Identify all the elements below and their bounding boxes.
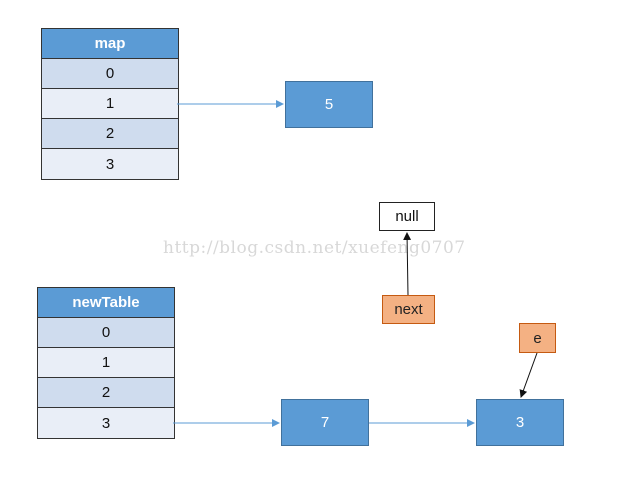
map-table-header: map: [42, 29, 178, 59]
e-pointer: e: [519, 323, 556, 353]
map-row-3: 3: [42, 149, 178, 179]
map-row-2: 2: [42, 119, 178, 149]
next-pointer: next: [382, 295, 435, 324]
new-table-header: newTable: [38, 288, 174, 318]
new-table-row-2: 2: [38, 378, 174, 408]
map-row-0: 0: [42, 59, 178, 89]
map-table: map 0 1 2 3: [41, 28, 179, 180]
map-row-1: 1: [42, 89, 178, 119]
new-table-row-3: 3: [38, 408, 174, 438]
new-table-row-0: 0: [38, 318, 174, 348]
entry-node-3: 3: [476, 399, 564, 446]
new-table-row-1: 1: [38, 348, 174, 378]
null-node: null: [379, 202, 435, 231]
entry-node-7: 7: [281, 399, 369, 446]
map-entry-node: 5: [285, 81, 373, 128]
arrow-e-to-3: [519, 352, 538, 398]
new-table: newTable 0 1 2 3: [37, 287, 175, 439]
watermark: http://blog.csdn.net/xuefeng0707: [163, 238, 466, 258]
arrow-next-to-null: [403, 232, 412, 296]
